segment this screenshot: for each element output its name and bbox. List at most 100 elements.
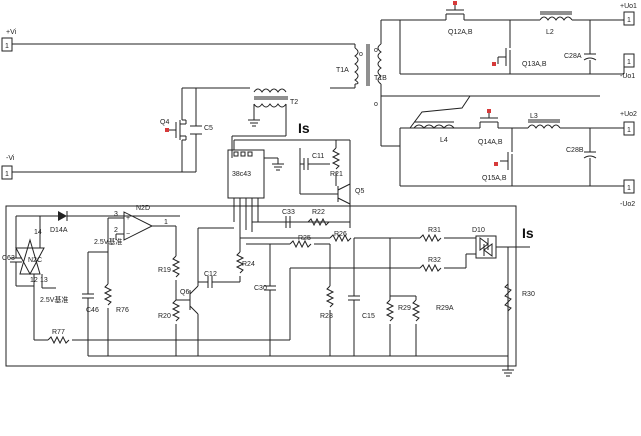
terminal-number: 1 [627,185,631,192]
c11-label: C11 [312,153,324,160]
r30-label: R30 [522,291,535,298]
n2d-minus: − [126,231,130,238]
resistor-r21: R21 [330,140,343,186]
terminal-label: +Uo2 [620,111,637,118]
terminal-out2-neg: 1 -Uo2 [620,179,635,208]
c30-label: C30 [254,285,267,292]
resistor-r31: R31 [390,227,476,243]
output-section-2: L3 C28B L4 Q14A,B Q15A,B [399,95,624,187]
resistor-r30: R30 [504,283,535,312]
terminal-label: -Vi [6,155,15,162]
terminal-label: +Vi [6,29,17,36]
current-label-top: Is [298,120,310,136]
resistor-r28: R28 [320,285,335,356]
terminal-label: -Uo2 [620,201,635,208]
capacitor-c33: C33 [252,209,308,228]
resistor-r20: R20 [158,299,181,356]
r24-label: R24 [242,261,255,268]
terminal-box [623,11,635,26]
ref2-label: 2.5V基准 [40,295,68,304]
resistor-r22: R22 [307,209,350,227]
input-wiring [12,43,356,173]
q13-label: Q13A,B [522,61,547,68]
n2d-pin-2: 2 [114,227,118,234]
r28-label: R28 [320,313,333,320]
resistor-r32: R32 [290,253,476,273]
q4-gate-pin [165,128,169,132]
terminal-number: 1 [5,171,9,178]
q15-gate-pin [494,162,498,166]
q5-label: Q5 [355,188,364,195]
resistor-r19: R19 [158,255,181,300]
c12-label: C12 [204,271,217,278]
r26-label: R26 [334,231,347,238]
r21-label: R21 [330,171,343,178]
terminal-out2-pos: 1 +Uo2 [620,111,637,136]
d14a-label: D14A [50,227,68,234]
terminal-number: 1 [5,43,9,50]
opamp-n2c: N2C 14 12 13 2.5V基准 [15,216,68,304]
q15-label: Q15A,B [482,175,507,182]
c28b-label: C28B [566,147,584,154]
t1b-dot2: o [374,101,378,108]
capacitor-c12: C12 [198,271,240,288]
resistor-r77: R77 [33,296,291,345]
q12-label: Q12A,B [448,29,473,36]
r29a-label: R29A [436,305,454,312]
terminal-out1-pos: 1 +Uo1 [620,3,637,26]
n2d-pin-1: 1 [164,219,168,226]
capacitor-c30: C30 [254,244,291,356]
transformer-t1b: T1B o o [374,19,600,147]
c5-label: C5 [204,125,213,132]
terminal-number: 1 [627,127,631,134]
controller-ic-38c43: 38c43 [227,139,351,238]
r32-label: R32 [428,257,441,264]
q13-gate-pin [492,62,496,66]
r76-label: R76 [116,307,129,314]
l4-label: L4 [440,137,448,144]
resistor-r24: R24 [235,238,255,282]
capacitor-c15: C15 [348,238,375,356]
resistor-r26: R26 [240,231,390,243]
terminal-out1-neg: 1 -Uo1 [620,53,635,80]
transformer-t2: T2 [231,88,298,158]
n2c-pin-14: 14 [34,229,42,236]
resistor-r25: R25 [246,235,331,286]
q12-gate-pin [453,1,457,5]
terminal-vin-neg: 1 -Vi [1,155,15,180]
r19-label: R19 [158,267,171,274]
ic-name-label: 38c43 [232,171,251,178]
t1a-dot: o [359,51,363,58]
t1a-label: T1A [336,67,349,74]
mosfet-q4: Q4 [160,119,187,141]
resistor-r76: R76 [103,252,129,356]
r31-label: R31 [428,227,441,234]
q14-gate-pin [487,109,491,113]
r20-label: R20 [158,313,171,320]
output-section-1: L2 C28A Q12A,B Q13A,B [399,1,625,75]
n2c-pin-13: 13 [40,277,48,284]
c15-label: C15 [362,313,375,320]
c33-label: C33 [282,209,295,216]
transistor-q6: Q6 [176,227,234,356]
terminal-number: 1 [627,17,631,24]
terminal-label: +Uo1 [620,3,637,10]
n2d-plus: + [126,215,130,222]
t1b-label: T1B [374,75,387,82]
capacitor-c46: C46 [82,251,108,356]
resistor-r29a: R29A [390,295,454,356]
n2c-label: N2C [28,257,42,264]
capacitor-c5: C5 [190,125,213,135]
terminal-number: 1 [627,59,631,66]
q4-label: Q4 [160,119,169,126]
resistor-r29: R29 [385,238,411,356]
q6-label: Q6 [180,289,189,296]
terminal-label: -Uo1 [620,73,635,80]
t2-label: T2 [290,99,298,106]
opamp-n2d: N2D 3 2 1 + − 2.5V基准 [94,205,177,256]
l2-label: L2 [546,29,554,36]
capacitor-c63: C63 [2,216,34,287]
ground-symbol-right [502,369,514,377]
t1b-dot: o [374,47,378,54]
r77-label: R77 [52,329,65,336]
